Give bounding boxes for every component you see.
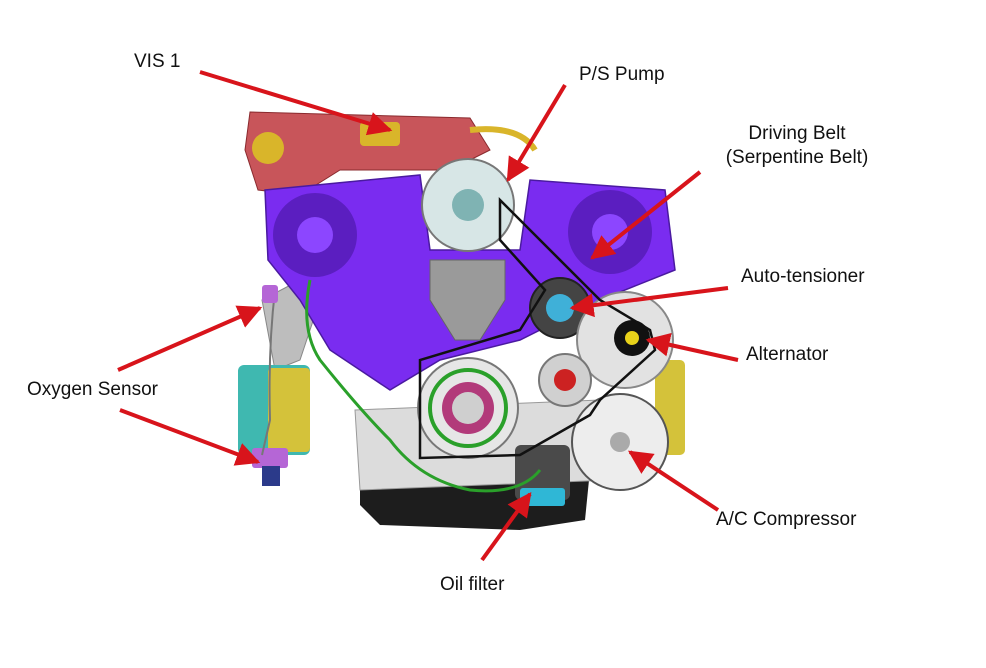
sensor-wire-left <box>261 289 276 456</box>
ac-compressor-hub <box>610 432 630 452</box>
auto-tensioner-hub <box>546 294 574 322</box>
arrow-oxygen-upper <box>117 305 263 372</box>
throttle-body <box>252 132 284 164</box>
label-ps-pump: P/S Pump <box>579 64 665 85</box>
ps-pump-hub <box>452 189 484 221</box>
arrow-oil-filter <box>480 492 532 562</box>
oxygen-sensor-lower-body <box>252 448 288 468</box>
label-driving-belt-line2: (Serpentine Belt) <box>725 147 869 168</box>
oxygen-sensor-upper-body <box>262 285 278 303</box>
label-oil-filter: Oil filter <box>440 574 505 595</box>
label-alternator: Alternator <box>746 344 829 365</box>
label-driving-belt: Driving Belt (Serpentine Belt) <box>712 122 882 170</box>
crank-pulley-hub <box>452 392 484 424</box>
arrow-ac-compressor <box>627 450 720 512</box>
arrow-alternator <box>645 332 739 362</box>
arrow-vis-1 <box>199 70 393 136</box>
idler-hub <box>554 369 576 391</box>
arrow-ps-pump <box>506 83 567 183</box>
label-auto-tensioner: Auto-tensioner <box>741 266 865 287</box>
cam-cover-left-center <box>297 217 333 253</box>
arrow-oxygen-lower <box>119 408 261 466</box>
label-driving-belt-line1: Driving Belt <box>748 123 846 144</box>
exhaust-outlet <box>262 466 280 486</box>
sensor-wire <box>305 279 542 493</box>
catalytic-converter-left-shell <box>268 368 310 452</box>
arrow-driving-belt <box>590 170 702 260</box>
fuel-line <box>469 126 538 152</box>
serpentine-belt <box>418 196 657 460</box>
label-oxygen-sensor: Oxygen Sensor <box>27 379 158 400</box>
alternator-hub <box>625 331 639 345</box>
arrow-auto-tensioner <box>569 286 729 318</box>
center-bracket <box>429 259 506 341</box>
crank-pulley-ring <box>428 368 508 448</box>
label-ac-compressor: A/C Compressor <box>716 509 857 530</box>
oil-filter-body <box>515 445 570 500</box>
label-vis-1: VIS 1 <box>134 51 181 72</box>
